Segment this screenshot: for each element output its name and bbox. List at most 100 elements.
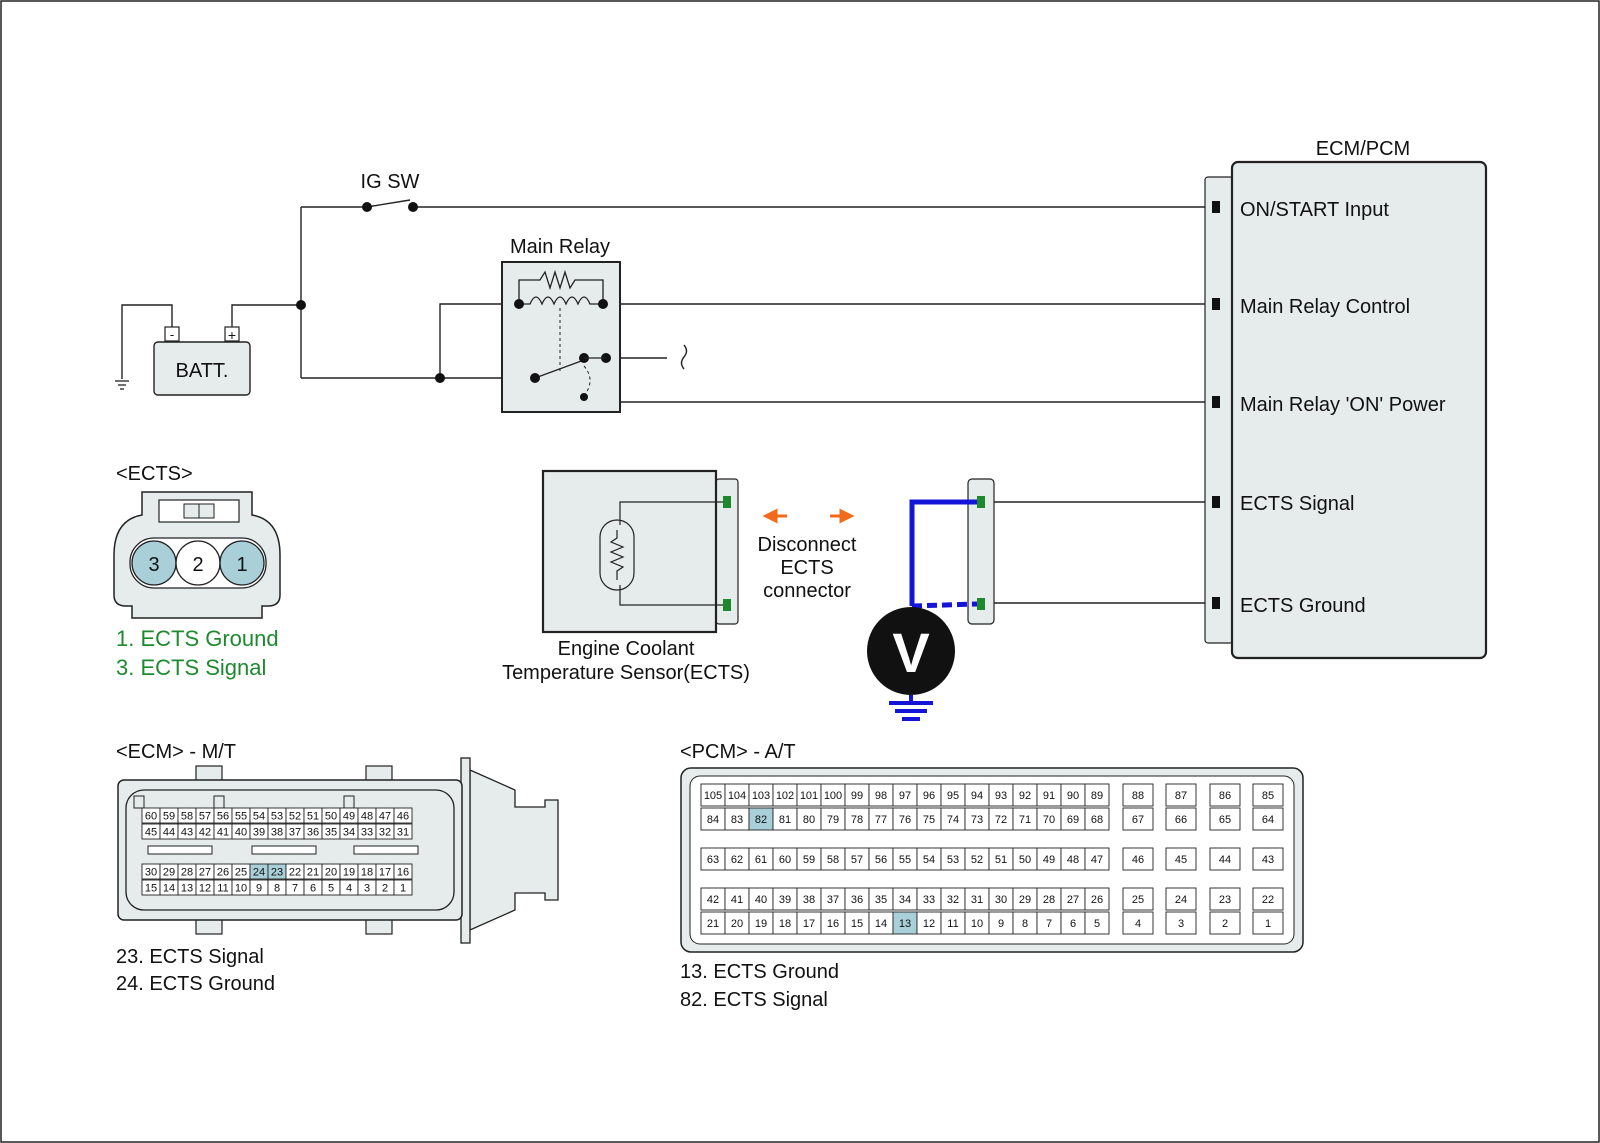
- ecm-pin-label: 46: [397, 811, 409, 823]
- ecm-pin-label: 15: [145, 883, 157, 895]
- pcm-pin-label: 3: [1178, 918, 1184, 930]
- pcm-pin-label: 39: [779, 894, 791, 906]
- ecm-pin-label: 53: [271, 811, 283, 823]
- main-relay-on-power-wire: [605, 358, 1218, 403]
- ecm-pin-label: 10: [235, 883, 247, 895]
- ecm-pin-label: 57: [199, 811, 211, 823]
- ecm-pin-label: 19: [343, 867, 355, 879]
- ecm-pin-label: 50: [325, 811, 337, 823]
- ecm-terminal-ects-ground: ECTS Ground: [1240, 595, 1366, 617]
- ecm-pin-label: 43: [181, 827, 193, 839]
- pcm-pin-label: 7: [1046, 918, 1052, 930]
- pcm-pin: [1252, 911, 1284, 935]
- pcm-pin-label: 84: [707, 814, 719, 826]
- pcm-pin: [1165, 847, 1197, 871]
- main-relay: Main Relay: [501, 236, 621, 413]
- pcm-pin: [1209, 911, 1241, 935]
- pcm-pin-label: 34: [899, 894, 911, 906]
- pcm-pin-label: 94: [971, 790, 983, 802]
- pcm-pin-label: 17: [803, 918, 815, 930]
- relay-resistor: [518, 269, 604, 304]
- ecm-pin-label: 11: [217, 883, 228, 895]
- ig-switch-blade: [366, 199, 411, 208]
- pcm-pin-label: 31: [971, 894, 983, 906]
- relay-coil-feed-wire: [439, 303, 519, 378]
- pcm-pin-label: 4: [1135, 918, 1141, 930]
- pcm-pin-label: 46: [1132, 854, 1144, 866]
- ecm-terminal-ects-signal: ECTS Signal: [1240, 493, 1355, 515]
- disconnect-label-1: Disconnect: [758, 534, 857, 556]
- battery-label: BATT.: [176, 360, 229, 382]
- pcm-pin-label: 80: [803, 814, 815, 826]
- ecm-connector-strip: [1204, 176, 1234, 644]
- pcm-pin: [1122, 887, 1154, 911]
- pcm-pin-label: 27: [1067, 894, 1079, 906]
- pcm-pin-label: 26: [1091, 894, 1103, 906]
- pcm-pin: [1084, 807, 1110, 831]
- ecm-pin-label: 52: [289, 811, 301, 823]
- ecm-pin-label: 32: [379, 827, 391, 839]
- pcm-pin-label: 95: [947, 790, 959, 802]
- battery-plus-terminal: [224, 326, 240, 342]
- pcm-pin: [1252, 807, 1284, 831]
- battery-minus-terminal: [164, 326, 180, 342]
- pcm-pin-label: 2: [1222, 918, 1228, 930]
- ecm-pin-label: 25: [235, 867, 247, 879]
- ecm-pin-label: 6: [310, 883, 316, 895]
- ecm-pin-label: 9: [256, 883, 262, 895]
- pcm-pin-label: 35: [875, 894, 887, 906]
- pcm-pin-label: 25: [1132, 894, 1144, 906]
- pcm-pin-label: 44: [1219, 854, 1231, 866]
- pcm-pin-label: 41: [731, 894, 743, 906]
- pcm-pin-label: 57: [851, 854, 863, 866]
- ecm-pin: [393, 807, 413, 824]
- ecm-pin-label: 23: [271, 867, 283, 879]
- pcm-pin-label: 37: [827, 894, 839, 906]
- ecm-pin-label: 36: [307, 827, 319, 839]
- ecm-pin-label: 47: [379, 811, 391, 823]
- ecm-pin-label: 39: [253, 827, 265, 839]
- ecm-pin-label: 3: [364, 883, 370, 895]
- ecm-pin-label: 31: [397, 827, 409, 839]
- pcm-pin-label: 55: [899, 854, 911, 866]
- main-relay-label: Main Relay: [510, 236, 610, 258]
- pcm-pin-label: 5: [1094, 918, 1100, 930]
- disconnect-label-2: ECTS: [780, 557, 833, 579]
- ecm-terminal-main-relay-on-power: Main Relay 'ON' Power: [1240, 394, 1446, 416]
- ecm-pin-label: 48: [361, 811, 373, 823]
- pcm-pin-label: 93: [995, 790, 1007, 802]
- main-relay-box: [501, 261, 621, 413]
- ects-connector-view: <ECTS> 3 2 1 1. ECTS Ground 3. ECTS Sign…: [113, 463, 281, 680]
- pcm-pin-label: 79: [827, 814, 839, 826]
- pcm-pin-label: 99: [851, 790, 863, 802]
- pcm-pin-label: 61: [755, 854, 767, 866]
- pcm-pin-label: 63: [707, 854, 719, 866]
- pcm-pin-label: 49: [1043, 854, 1055, 866]
- pcm-pin: [1122, 847, 1154, 871]
- pcm-pin-label: 66: [1175, 814, 1187, 826]
- ecm-pin-label: 22: [289, 867, 301, 879]
- pcm-pin-label: 91: [1043, 790, 1055, 802]
- ecm-pin-label: 58: [181, 811, 193, 823]
- battery-ground-wire: [121, 304, 173, 379]
- pcm-pin-label: 67: [1132, 814, 1144, 826]
- ects-pin-label: 1: [236, 554, 247, 576]
- ecm-pcm-box: [1230, 160, 1488, 660]
- pcm-pin-label: 81: [779, 814, 791, 826]
- pcm-pin-label: 78: [851, 814, 863, 826]
- pcm-pin-label: 28: [1043, 894, 1055, 906]
- ecm-pin-label: 34: [343, 827, 355, 839]
- pcm-pin-label: 22: [1262, 894, 1274, 906]
- pcm-pin-label: 1: [1265, 918, 1271, 930]
- ecm-pin-label: 7: [292, 883, 298, 895]
- voltmeter-label: V: [892, 621, 929, 684]
- disconnect-note: Disconnect ECTS connector: [758, 508, 857, 602]
- pcm-pin-label: 68: [1091, 814, 1103, 826]
- ects-legend-ground: 1. ECTS Ground: [116, 626, 279, 651]
- pcm-pin-label: 50: [1019, 854, 1031, 866]
- ecm-pin: [393, 823, 413, 840]
- pcm-pin-label: 71: [1019, 814, 1031, 826]
- pcm-pin-label: 15: [851, 918, 863, 930]
- pcm-pin: [1209, 783, 1241, 807]
- ects-connector-title: <ECTS>: [116, 463, 193, 485]
